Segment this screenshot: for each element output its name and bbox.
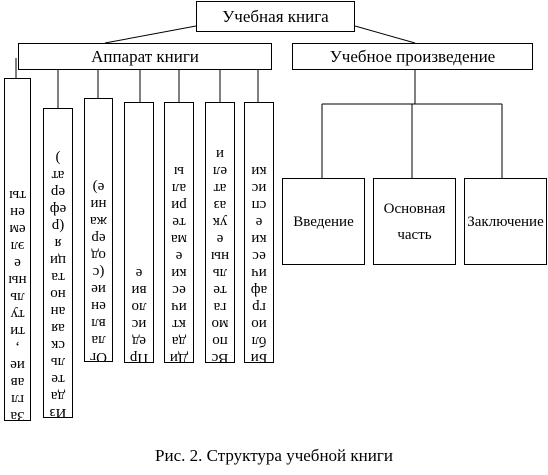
apparatus-item-label: Пр ед ис ло ви е: [129, 265, 149, 363]
root-node-label: Учебная книга: [222, 6, 329, 26]
figure-caption: Рис. 2. Структура учебной книги: [155, 446, 393, 465]
apparatus-item-didactic-materials: Ди да кт ич ес ки е ма те ри ал ы: [164, 102, 194, 363]
apparatus-item-label: Ог ла вл ен ие (с од ер жа ни е): [89, 179, 108, 362]
work-part-conclusion: Заключение: [464, 178, 547, 265]
work-part-label: Введение: [293, 213, 354, 230]
apparatus-item-preface: Пр ед ис ло ви е: [124, 102, 154, 363]
apparatus-item-indexes: Вс по мо га те ль ны е ук аз ат ел и: [205, 102, 235, 363]
left-branch-node-label: Аппарат книги: [91, 46, 199, 66]
apparatus-item-label: За гл ав ие , ти ту ль ны е эл ем ен ты: [8, 187, 27, 421]
apparatus-item-annotation: Из да те ль ск ая ан но та ци я (р еф ер…: [43, 108, 73, 418]
right-branch-node-label: Учебное произведение: [329, 46, 496, 66]
apparatus-item-label: Вс по мо га те ль ны е ук аз ат ел и: [210, 146, 230, 363]
work-part-label: Заключение: [467, 213, 544, 230]
apparatus-item-label: Ди да кт ич ес ки е ма те ри ал ы: [169, 163, 189, 363]
root-to-left-connector: [104, 25, 197, 44]
root-to-right-connector: [354, 25, 416, 44]
work-part-label: Основная часть: [383, 200, 446, 243]
work-part-main: Основная часть: [373, 178, 456, 265]
right-branch-node: Учебное произведение: [292, 43, 533, 70]
left-branch-node: Аппарат книги: [18, 43, 272, 70]
root-node: Учебная книга: [196, 1, 355, 32]
apparatus-item-label: Би бл ио гр аф ич ес ки е сп ис ки: [250, 163, 268, 363]
apparatus-item-bibliographies: Би бл ио гр аф ич ес ки е сп ис ки: [244, 102, 274, 363]
apparatus-item-label: Из да те ль ск ая ан но та ци я (р еф ер…: [49, 150, 67, 418]
work-part-introduction: Введение: [282, 178, 365, 265]
apparatus-item-title-elements: За гл ав ие , ти ту ль ны е эл ем ен ты: [4, 78, 31, 421]
apparatus-item-contents: Ог ла вл ен ие (с од ер жа ни е): [84, 98, 113, 362]
